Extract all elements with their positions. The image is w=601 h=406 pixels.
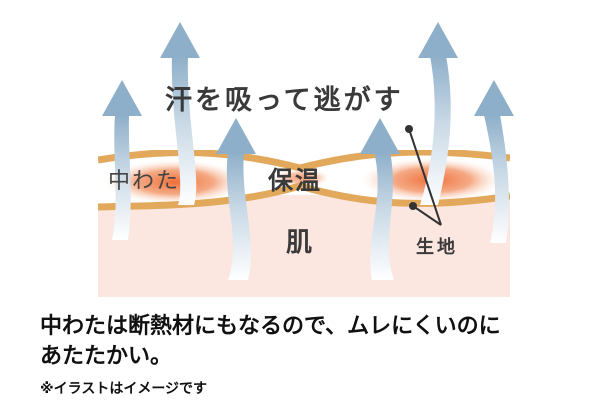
arrow-6: [474, 80, 514, 243]
arrow-3: [216, 118, 256, 280]
diagram-title: 汗を吸って逃がす: [165, 85, 404, 116]
fabric-inner-line: [98, 182, 510, 211]
heat-glow-center: [274, 169, 330, 187]
fabric-pointer: [405, 125, 442, 226]
heat-glow-left: [105, 160, 245, 204]
caption-line-1: 中わたは断熱材にもなるので、ムレにくいのに: [40, 314, 501, 339]
arrow-1: [102, 80, 142, 240]
arrow-2: [160, 22, 200, 205]
warmth-label: 保温: [268, 166, 323, 195]
fabric-label: 生地: [416, 237, 458, 258]
insulation-diagram: [98, 22, 514, 297]
skin-area: [98, 195, 510, 297]
caption: 中わたは断熱材にもなるので、ムレにくいのに あたたかい。: [40, 312, 501, 372]
arrow-5: [418, 22, 458, 205]
illustration-note: ※イラストはイメージです: [40, 381, 208, 397]
skin-label: 肌: [286, 228, 313, 258]
caption-line-2: あたたかい。: [40, 344, 173, 369]
padding-label: 中わた: [108, 169, 181, 194]
arrow-4: [360, 118, 400, 280]
